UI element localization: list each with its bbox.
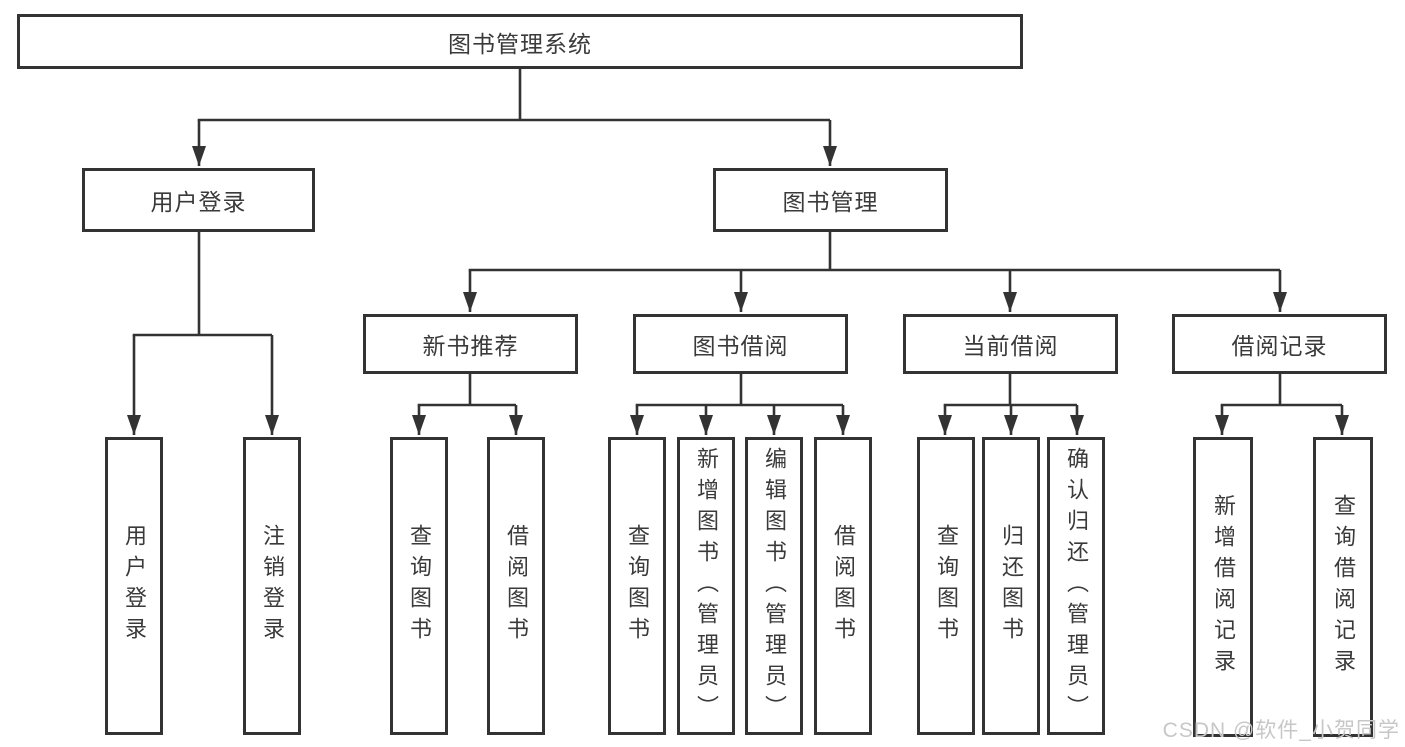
node-new-book-recommendation: 新书推荐: [363, 314, 578, 374]
node-user-login: 用户登录: [82, 168, 315, 232]
node-system-root: 图书管理系统: [17, 14, 1023, 69]
node-label: 图书管理系统: [448, 30, 592, 57]
node-label: 新增借阅记录: [1211, 494, 1236, 680]
leaf-query-books-borrowing: 查询图书: [608, 437, 666, 735]
leaf-query-borrow-record: 查询借阅记录: [1313, 437, 1373, 737]
leaf-edit-books-admin: 编辑图书（管理员）: [745, 437, 803, 735]
watermark: CSDN @软件_小贺同学: [1162, 719, 1400, 742]
node-label: 查询借阅记录: [1331, 494, 1356, 680]
node-label: 当前借阅: [962, 333, 1059, 359]
node-label: 新增图书（管理员）: [694, 446, 719, 726]
node-book-management: 图书管理: [713, 168, 948, 232]
node-label: 确认归还（管理员）: [1064, 446, 1089, 726]
node-label: 查询图书: [407, 524, 432, 648]
leaf-query-books-current: 查询图书: [917, 437, 975, 735]
node-label: 新书推荐: [422, 333, 519, 359]
node-book-borrowing: 图书借阅: [633, 314, 848, 374]
node-label: 借阅图书: [504, 524, 529, 648]
node-label: 归还图书: [999, 524, 1024, 648]
node-label: 查询图书: [625, 524, 650, 648]
node-label: 图书借阅: [692, 333, 789, 359]
node-current-borrowing: 当前借阅: [903, 314, 1118, 374]
node-label: 借阅图书: [831, 524, 856, 648]
node-borrowing-records: 借阅记录: [1172, 314, 1387, 374]
leaf-add-borrow-record: 新增借阅记录: [1193, 437, 1253, 737]
node-label: 借阅记录: [1231, 333, 1328, 359]
leaf-borrow-books-recommend: 借阅图书: [487, 437, 545, 735]
node-label: 用户登录: [150, 189, 247, 215]
node-label: 图书管理: [782, 189, 879, 215]
leaf-confirm-return-admin: 确认归还（管理员）: [1047, 437, 1105, 735]
node-label: 编辑图书（管理员）: [762, 446, 787, 726]
node-label: 注销登录: [260, 524, 285, 648]
node-label: 查询图书: [934, 524, 959, 648]
node-label: 用户登录: [122, 524, 147, 648]
leaf-return-books: 归还图书: [982, 437, 1040, 735]
leaf-user-login: 用户登录: [105, 437, 163, 735]
leaf-logout-login: 注销登录: [243, 437, 301, 735]
leaf-query-books-recommend: 查询图书: [390, 437, 448, 735]
leaf-add-books-admin: 新增图书（管理员）: [677, 437, 735, 735]
leaf-borrow-books-borrowing: 借阅图书: [814, 437, 872, 735]
